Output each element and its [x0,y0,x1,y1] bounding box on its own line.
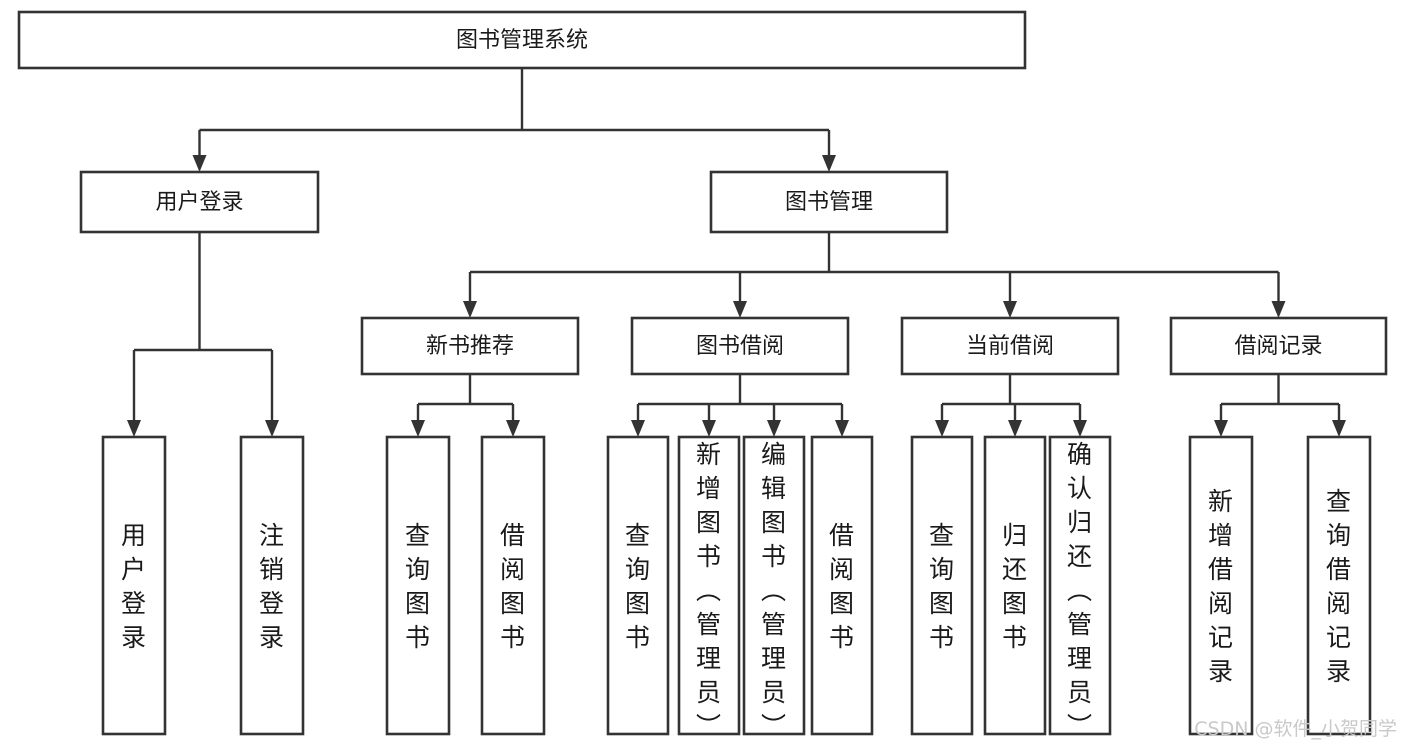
node-leaf-add-record[interactable]: 新增借阅记录 [1188,435,1254,736]
arrow-head-icon [192,155,207,172]
node-label-leaf-add-record: 新增借阅记录 [1208,487,1234,686]
node-label-leaf-query-book-2: 查询图书 [625,521,651,652]
node-box-leaf-confirm-return [1048,435,1112,736]
node-leaf-confirm-return[interactable]: 确认归还︵管理员︶ [1048,435,1112,741]
node-label-leaf-query-book-1: 查询图书 [405,521,431,652]
node-leaf-query-book-1[interactable]: 查询图书 [385,435,451,736]
node-leaf-query-record[interactable]: 查询借阅记录 [1306,435,1372,736]
node-leaf-user-login[interactable]: 用户登录 [101,435,167,736]
arrow-head-icon [822,155,836,172]
node-label-new-book-recommend: 新书推荐 [426,334,514,359]
arrow-head-icon [702,420,716,437]
connector-new-book-recommend [411,374,520,437]
node-box-book-borrow [630,316,850,376]
node-box-leaf-edit-book [742,435,806,736]
arrow-head-icon [835,420,849,437]
node-label-user-login: 用户登录 [155,190,243,215]
connector-root [192,68,836,172]
node-book-borrow[interactable]: 图书借阅 [630,316,850,376]
node-label-root: 图书管理系统 [456,28,588,53]
node-leaf-return-book[interactable]: 归还图书 [983,435,1047,736]
arrow-head-icon [411,420,425,437]
node-label-leaf-edit-book: 编辑图书︵管理员︶ [761,440,787,741]
node-leaf-borrow-book-2[interactable]: 借阅图书 [810,435,874,736]
node-box-leaf-borrow-book-1 [480,435,546,736]
node-box-leaf-query-book-2 [606,435,670,736]
connector-current-borrow [935,374,1087,437]
connectors-layer [127,68,1346,437]
node-box-borrow-record [1169,316,1388,376]
connector-book-management [463,232,1286,318]
node-label-book-borrow: 图书借阅 [696,334,784,359]
node-leaf-query-book-3[interactable]: 查询图书 [910,435,974,736]
node-box-leaf-add-record [1188,435,1254,736]
node-leaf-add-book[interactable]: 新增图书︵管理员︶ [677,435,741,741]
arrow-head-icon [1271,301,1286,318]
arrow-head-icon [1008,420,1022,437]
node-box-leaf-logout [239,435,305,736]
node-label-leaf-add-book: 新增图书︵管理员︶ [696,440,722,741]
node-label-leaf-query-book-3: 查询图书 [929,521,955,652]
node-box-root [17,10,1027,70]
node-label-leaf-borrow-book-1: 借阅图书 [500,521,526,652]
arrow-head-icon [1332,420,1346,437]
node-box-current-borrow [900,316,1120,376]
node-box-leaf-query-record [1306,435,1372,736]
csdn-watermark: CSDN @软件_小贺同学 [1194,718,1397,740]
node-box-leaf-user-login [101,435,167,736]
node-leaf-borrow-book-1[interactable]: 借阅图书 [480,435,546,736]
arrow-head-icon [767,420,781,437]
arrow-head-icon [127,420,141,437]
node-book-management[interactable]: 图书管理 [709,170,949,234]
arrow-head-icon [935,420,949,437]
arrow-head-icon [463,301,477,318]
node-box-leaf-add-book [677,435,741,736]
connector-borrow-record [1214,374,1346,437]
arrow-head-icon [1214,420,1228,437]
arrow-head-icon [1003,301,1017,318]
node-label-leaf-query-record: 查询借阅记录 [1326,487,1352,686]
node-new-book-recommend[interactable]: 新书推荐 [360,316,580,376]
node-box-leaf-borrow-book-2 [810,435,874,736]
node-label-leaf-borrow-book-2: 借阅图书 [829,521,855,652]
node-leaf-query-book-2[interactable]: 查询图书 [606,435,670,736]
connector-user-login [127,232,279,437]
arrow-head-icon [506,420,520,437]
node-box-user-login [79,170,320,234]
node-box-new-book-recommend [360,316,580,376]
node-leaf-logout[interactable]: 注销登录 [239,435,305,736]
node-label-leaf-confirm-return: 确认归还︵管理员︶ [1067,440,1093,741]
node-borrow-record[interactable]: 借阅记录 [1169,316,1388,376]
arrow-head-icon [631,420,645,437]
node-label-book-management: 图书管理 [785,190,873,215]
node-label-current-borrow: 当前借阅 [966,334,1054,359]
node-leaf-edit-book[interactable]: 编辑图书︵管理员︶ [742,435,806,741]
connector-book-borrow [631,374,849,437]
nodes-layer: 图书管理系统用户登录图书管理新书推荐图书借阅当前借阅借阅记录用户登录注销登录查询… [17,10,1388,741]
node-label-leaf-return-book: 归还图书 [1002,521,1028,652]
node-box-leaf-query-book-3 [910,435,974,736]
node-label-leaf-user-login: 用户登录 [121,521,147,652]
node-root[interactable]: 图书管理系统 [17,10,1027,70]
node-label-leaf-logout: 注销登录 [259,521,285,652]
arrow-head-icon [1073,420,1087,437]
arrow-head-icon [733,301,747,318]
node-user-login[interactable]: 用户登录 [79,170,320,234]
node-box-leaf-return-book [983,435,1047,736]
arrow-head-icon [265,420,279,437]
node-box-leaf-query-book-1 [385,435,451,736]
node-current-borrow[interactable]: 当前借阅 [900,316,1120,376]
node-label-borrow-record: 借阅记录 [1234,334,1322,359]
node-box-book-management [709,170,949,234]
